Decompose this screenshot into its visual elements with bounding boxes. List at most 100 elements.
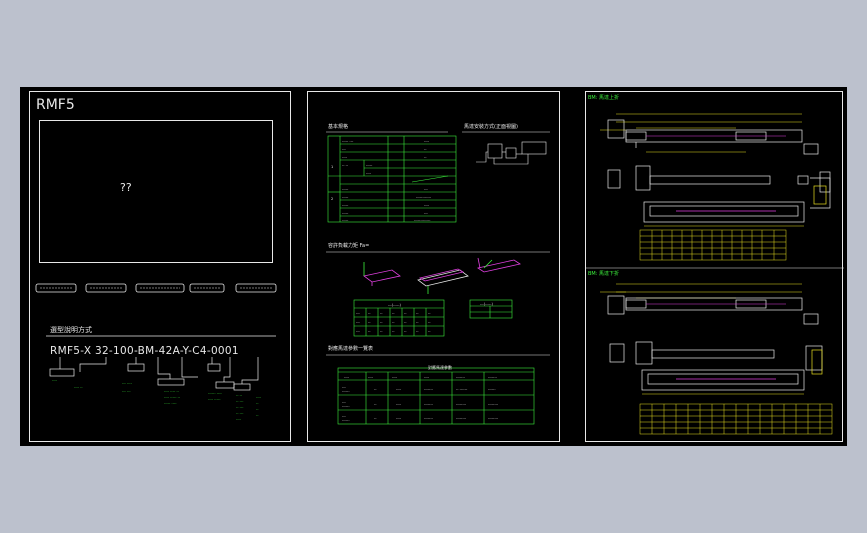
svg-text:----: ----: [342, 155, 348, 159]
lower-section-title: BM: 馬達下折: [588, 271, 620, 277]
svg-text:-------: -------: [424, 402, 434, 406]
svg-text:------: ------: [342, 389, 350, 393]
svg-text:----: ----: [368, 375, 374, 379]
svg-text:--: --: [424, 147, 427, 151]
svg-text:--: --: [428, 329, 431, 333]
svg-text:-----: -----: [342, 203, 349, 207]
svg-text:--: --: [374, 416, 377, 420]
svg-text:---: ---: [342, 400, 347, 404]
svg-text:--: --: [380, 329, 383, 333]
cad-drawing-canvas[interactable]: RMF5 ??: [20, 87, 847, 446]
svg-text:------ ----: ------ ----: [208, 391, 222, 395]
svg-text:----- ---: ----- ---: [342, 139, 354, 143]
svg-text:--: --: [256, 401, 259, 405]
svg-text:----: ----: [396, 416, 402, 420]
upper-section-title: BM: 馬達上折: [588, 95, 620, 101]
svg-text:--: --: [424, 155, 427, 159]
placeholder-text: ??: [120, 181, 132, 194]
svg-text:--: --: [416, 329, 419, 333]
svg-text:---: ---: [424, 211, 429, 215]
svg-text:--: --: [428, 311, 431, 315]
sheet1-title: RMF5: [36, 97, 75, 113]
svg-text:-- ---: -- ---: [236, 399, 244, 403]
option-boxes: ---- ---- -- --- ---- --- --- ---- ---- …: [35, 283, 277, 421]
svg-text:----: ----: [366, 171, 372, 175]
svg-text:----: ----: [424, 203, 430, 207]
svg-text:-- ---: -- ---: [236, 405, 244, 409]
svg-text:----- ----: ----- ----: [164, 401, 177, 405]
svg-text:-----: -----: [342, 187, 349, 191]
svg-text:--------: --------: [456, 416, 467, 420]
svg-text:---(-----): ---(-----): [480, 302, 493, 306]
svg-text:-- --: -- --: [342, 163, 349, 167]
sheet-specifications: 基本規格 馬達安裝方式(正面視圖) 容許負載力矩 Fa= 對應馬達參數一覽表: [307, 91, 560, 442]
sheet-model-selection: RMF5 ??: [29, 91, 291, 442]
svg-text:----: ----: [236, 417, 242, 421]
svg-text:--: --: [374, 387, 377, 391]
svg-text:--: --: [392, 329, 395, 333]
svg-text:---: ---: [342, 414, 347, 418]
svg-text:-----: -----: [366, 163, 373, 167]
svg-text:-----: -----: [342, 211, 349, 215]
svg-text:-- --: -- --: [236, 393, 243, 397]
svg-text:--: --: [380, 311, 383, 315]
svg-text:1: 1: [331, 165, 333, 169]
svg-text:------: ------: [488, 387, 496, 391]
svg-text:---: ---: [424, 187, 429, 191]
svg-text:--: --: [404, 311, 407, 315]
svg-text:----: ----: [344, 375, 350, 379]
svg-text:---- ----- --: ---- ----- --: [164, 395, 181, 399]
svg-text:--------: --------: [456, 402, 467, 406]
svg-text:---- -----: ---- -----: [208, 397, 221, 401]
svg-text:--------: --------: [488, 416, 499, 420]
svg-text:--: --: [368, 311, 371, 315]
svg-text:----: ----: [392, 375, 398, 379]
svg-text:-------------: -------------: [414, 218, 431, 222]
svg-text:--: --: [392, 320, 395, 324]
svg-text:---: ---: [356, 329, 361, 333]
svg-text:----: ----: [52, 378, 58, 382]
svg-text:--: --: [404, 329, 407, 333]
svg-text:-------: -------: [424, 416, 434, 420]
svg-text:2: 2: [331, 197, 333, 201]
svg-text:------: ------: [342, 404, 350, 408]
selection-section-title: 選型說明方式: [50, 326, 92, 334]
svg-text:--: --: [368, 320, 371, 324]
sheet2-graphics: ----- ------- ----- ------ -- ------- --…: [326, 131, 550, 425]
svg-text:---: ---: [356, 311, 361, 315]
svg-text:----: ----: [424, 139, 430, 143]
svg-text:--: --: [374, 402, 377, 406]
svg-text:--: --: [392, 311, 395, 315]
svg-text:--: --: [428, 320, 431, 324]
svg-text:-------: -------: [456, 375, 466, 379]
svg-text:-- ---: -- ---: [236, 411, 244, 415]
svg-text:-------: -------: [424, 387, 434, 391]
svg-text:---: ---: [342, 385, 347, 389]
svg-text:--: --: [380, 320, 383, 324]
svg-text:---: ---: [342, 147, 347, 151]
svg-text:--: --: [256, 413, 259, 417]
spec-section-title: 基本規格: [328, 124, 349, 130]
svg-text:-----: -----: [342, 218, 349, 222]
svg-text:---: ---: [356, 320, 361, 324]
svg-text:-------: -------: [488, 375, 498, 379]
svg-text:----: ----: [396, 387, 402, 391]
svg-text:------: ------: [342, 418, 350, 422]
svg-text:----: ----: [424, 375, 430, 379]
svg-text:--- ---: --- ---: [122, 389, 131, 393]
svg-text:--: --: [368, 329, 371, 333]
load-section-title: 容許負載力矩 Fa=: [328, 243, 370, 249]
svg-text:--: --: [416, 320, 419, 324]
svg-text:--- ----: --- ----: [122, 381, 133, 385]
svg-text:--: --: [256, 407, 259, 411]
sheet3-graphics: [586, 113, 844, 435]
motor-table-header: 對應馬達參數: [428, 365, 452, 370]
svg-text:---(-----): ---(-----): [388, 303, 401, 307]
svg-text:--: --: [404, 320, 407, 324]
svg-text:---- ---- --: ---- ---- --: [164, 389, 180, 393]
sheet-dimensions: BM: 馬達上折 BM: 馬達下折: [585, 91, 844, 442]
svg-text:------------: ------------: [416, 195, 432, 199]
install-section-title: 馬達安裝方式(正面視圖): [464, 124, 518, 130]
svg-text:--------: --------: [488, 402, 499, 406]
svg-text:--: --: [416, 311, 419, 315]
